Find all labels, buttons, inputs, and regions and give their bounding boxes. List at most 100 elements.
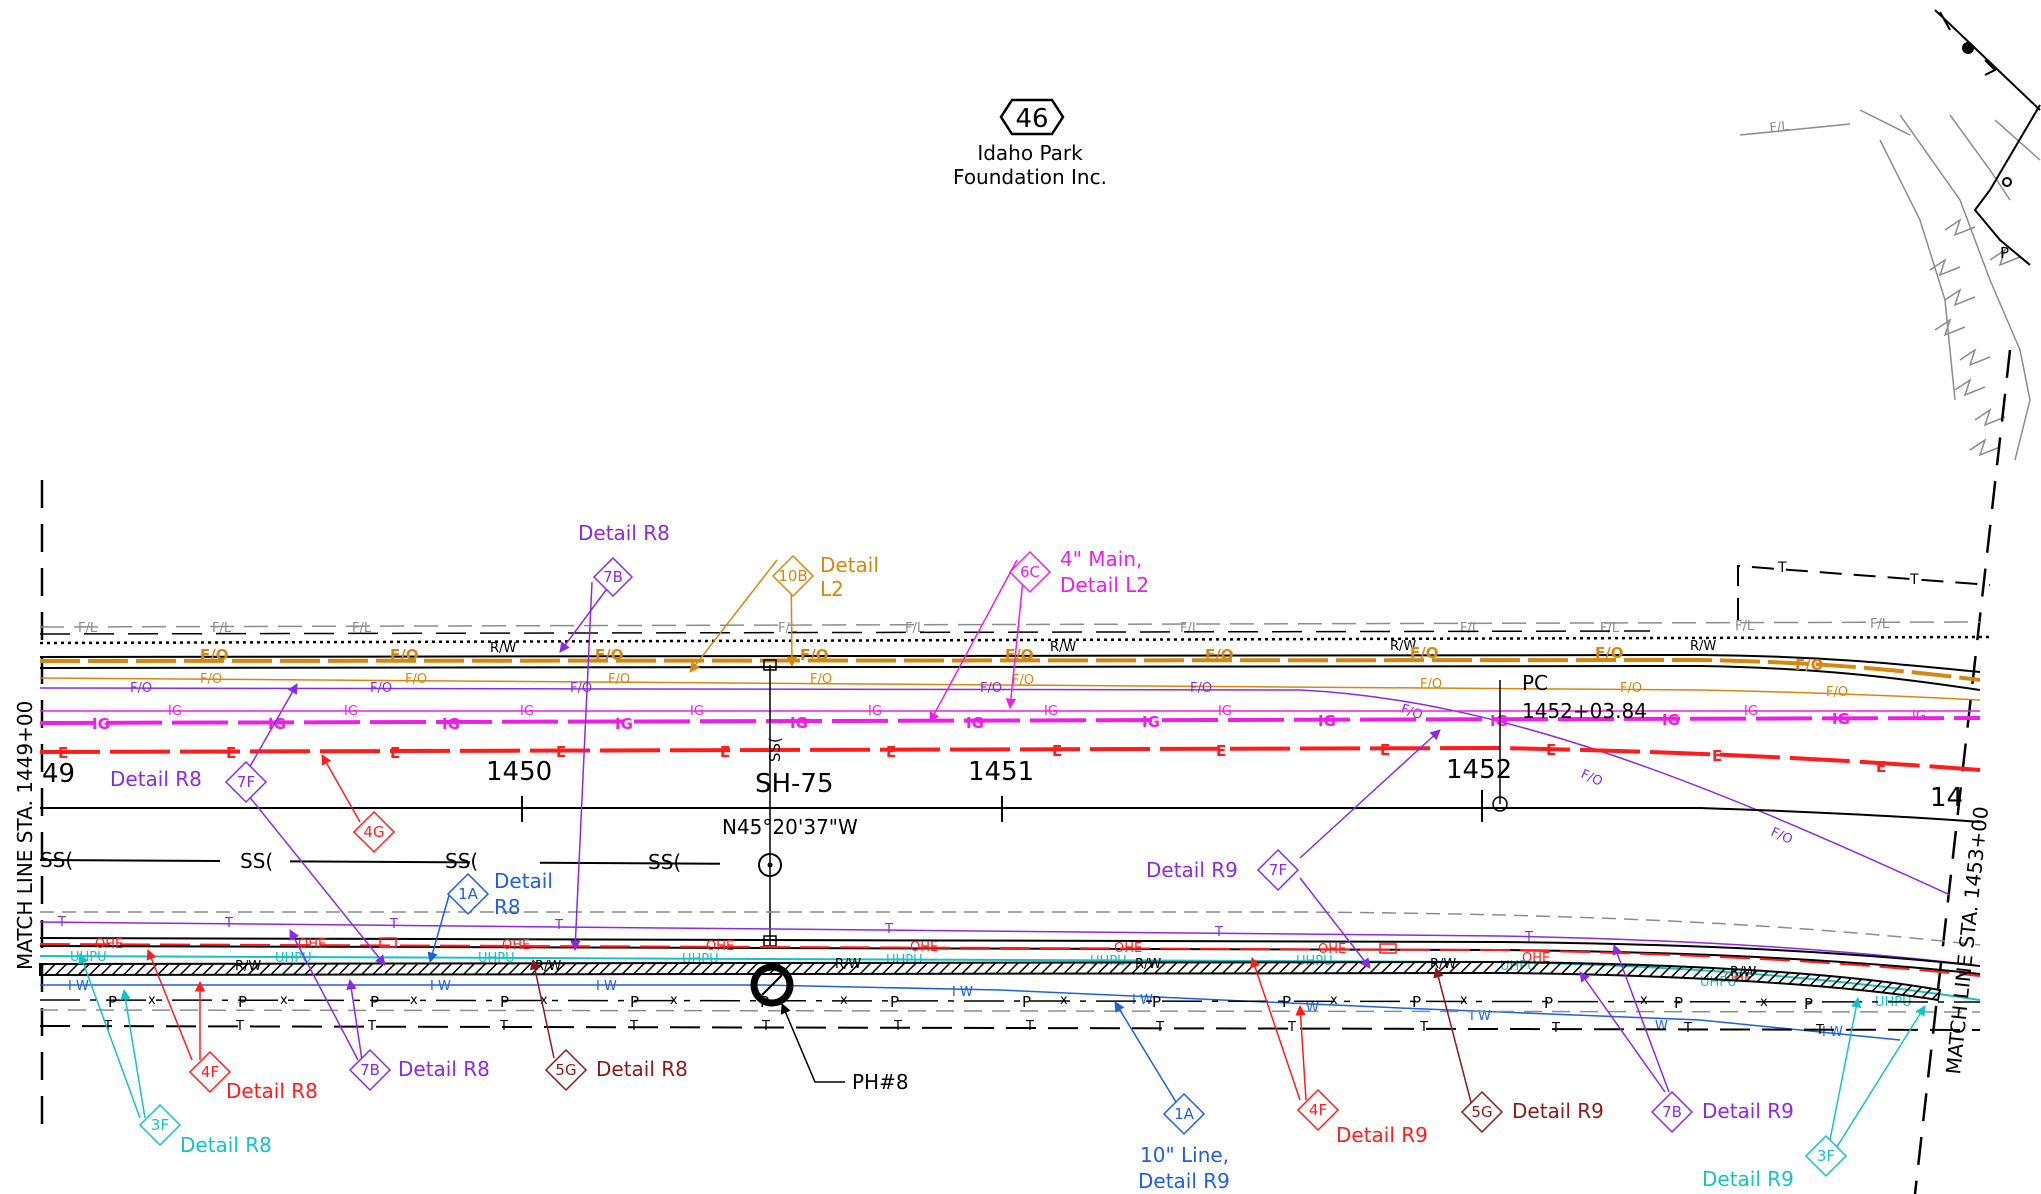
callout-4f-right[interactable]: 4F [1296,1088,1340,1132]
fo-purple-tag-1: F/O [130,681,152,696]
rw-tag-north-4: R/W [1690,639,1716,654]
callout-1a-bottom[interactable]: 1A [1162,1092,1206,1136]
callout-1a-bottom-text2: Detail R9 [1138,1169,1230,1193]
t-tag-south-4: T [499,1019,508,1034]
ig-thin-tag-6: IG [1044,704,1058,719]
callout-3f-left-tag: 3F [151,1116,169,1134]
callout-5g-right-diamond [1460,1090,1504,1134]
callout-3f-left[interactable]: 3F [138,1103,182,1147]
ig-bold-tag-7: IG [1142,713,1160,731]
fo-tag-thin-3: F/O [608,672,630,687]
callout-7b-top[interactable]: 7B [592,556,634,598]
w-tag-1: W [1306,1001,1319,1016]
e-tag-5: E [720,743,730,761]
existing-features-northeast [1739,109,2041,461]
fo-tag-thin-6: F/O [1420,677,1442,692]
callout-6c[interactable]: 6C [1008,550,1052,594]
fo-tag-thin-5: F/O [1012,673,1034,688]
telephone-line-south [39,1025,1981,1031]
fence-x-line-south [39,1009,1981,1013]
callout-7b-right-tag: 7B [1662,1103,1682,1121]
callout-7f-left-text: Detail R8 [110,767,202,791]
highway-centerline [40,807,1981,823]
station-1450-label: 1450 [486,757,552,787]
callout-6c-text2: Detail L2 [1060,573,1149,597]
t-tag-south-9: T [1155,1020,1164,1035]
fo-purple-tag-7: F/O [1578,767,1604,790]
t-tag-south-12: T [1551,1021,1560,1036]
match-line-left-label: MATCH LINE STA. 1449+00 [13,701,37,970]
pc-label: PC [1522,671,1548,695]
callout-4f-left[interactable]: 4F [188,1050,232,1094]
callout-7b-right[interactable]: 7B [1650,1090,1694,1134]
fo-purple-tag-2: F/O [370,681,392,696]
ss-tag-3: SS( [445,849,478,873]
e-tag-11: E [1712,747,1722,765]
iw-tag-4: I W [952,985,973,1000]
fo-tag-thin-7: F/O [1620,681,1642,696]
electric-underground [39,745,1981,772]
callout-10b[interactable]: 10B [771,554,815,598]
ss-tag-2: SS( [240,849,273,873]
telephone-line-ne [1737,564,1991,620]
ohe-tag-5: OHE [910,940,938,955]
fence-line-north [39,621,1981,628]
callout-5g-left[interactable]: 5G [544,1048,588,1092]
t-purple-tag-6: T [1214,925,1223,940]
x-tag-6: x [840,993,848,1008]
sewer-manhole [758,853,782,877]
callout-7b-left[interactable]: 7B [348,1048,392,1092]
fence-tag-5: F/L [905,621,925,636]
rw-tag-south-6: R/W [1730,965,1756,980]
fo-tag-bold-2: F/O [390,646,418,664]
fo-tag-thin-8: F/O [1826,685,1848,700]
x-tag-5: x [670,993,678,1008]
iw-tag-1: I W [68,979,89,994]
callout-7f-left[interactable]: 7F [224,760,268,804]
t-purple-tag-3: T [389,917,398,932]
ig-thin-tag-7: IG [1218,704,1232,719]
fence-tag-8: F/L [1600,621,1620,636]
ig-thin-tag-5: IG [868,704,882,719]
fence-tag-3: F/L [352,621,372,636]
e-tag-9: E [1380,741,1390,759]
owner-name-line2: Foundation Inc. [953,165,1107,189]
callout-4f-left-diamond [188,1050,232,1094]
e-tag-12: E [1876,758,1886,776]
rw-tag-north-2: R/W [1050,640,1076,655]
callout-1a-top-diamond [446,872,490,916]
rw-tag-south-4: R/W [1135,957,1161,972]
t-tag-south-3: T [367,1019,376,1034]
x-tag-3: x [410,993,418,1008]
fiber-optic-secondary-north [39,677,1981,701]
callout-5g-right[interactable]: 5G [1460,1090,1504,1134]
p-tag-5: P [630,993,639,1011]
callout-1a-top[interactable]: 1A [446,872,490,916]
callout-7b-left-diamond [348,1048,392,1092]
sanitary-sewer-line [39,859,761,865]
ph8-label: PH#8 [852,1070,909,1094]
callout-4f-right-text: Detail R9 [1336,1123,1428,1147]
p-tag-10: P [1282,993,1291,1011]
callout-7b-top-diamond [592,556,634,598]
fo-purple-tag-3: F/O [570,681,592,696]
t-tag-south-13: T [1683,1021,1692,1036]
callout-5g-right-text: Detail R9 [1512,1099,1604,1123]
t-tag-south-14: T [1815,1023,1824,1038]
callout-7f-right[interactable]: 7F [1256,848,1300,892]
pothole-ph8-slash [761,974,783,996]
x-tag-8: x [1330,993,1338,1008]
callout-4f-left-tag: 4F [201,1063,219,1081]
ss-tag-4: SS( [648,850,681,874]
callout-7b-left-text: Detail R8 [398,1057,490,1081]
callout-4g[interactable]: 4G [352,810,396,854]
irrigation-main [39,716,1981,725]
ig-bold-tag-5: IG [790,714,808,732]
north-sewer-cleanout [763,659,777,671]
callout-3f-right[interactable]: 3F [1804,1134,1848,1178]
t-tag-south-1: T [103,1019,112,1034]
callout-6c-tag: 6C [1020,563,1040,581]
gray-dashed-south [40,911,1981,946]
callout-7b-right-diamond [1650,1090,1694,1134]
water-line [40,984,1901,1041]
